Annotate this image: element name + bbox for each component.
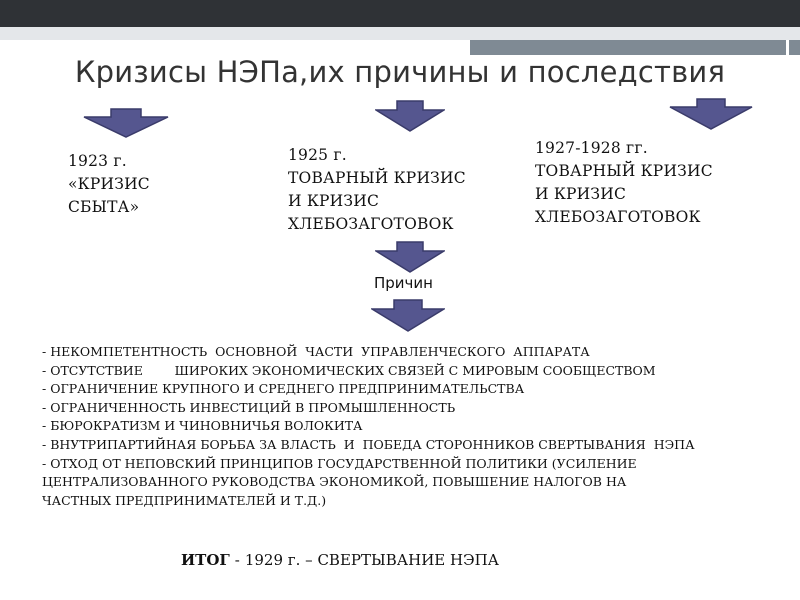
arrow-down-icon bbox=[375, 100, 445, 132]
crisis-1925: 1925 г. ТОВАРНЫЙ КРИЗИС И КРИЗИС ХЛЕБОЗА… bbox=[288, 146, 466, 233]
causes-label: Причин bbox=[374, 274, 433, 292]
cause-item: - ОТХОД ОТ НЕПОВСКИЙ ПРИНЦИПОВ ГОСУДАРСТ… bbox=[42, 455, 637, 471]
cause-item: - БЮРОКРАТИЗМ И ЧИНОВНИЧЬЯ ВОЛОКИТА bbox=[42, 418, 363, 434]
result-text: 1929 г. – СВЕРТЫВАНИЕ НЭПА bbox=[244, 551, 500, 569]
accent-bar bbox=[470, 40, 800, 55]
cause-item: - ОГРАНИЧЕНИЕ КРУПНОГО И СРЕДНЕГО ПРЕДПР… bbox=[42, 381, 525, 397]
cause-item: - НЕКОМПЕТЕНТНОСТЬ ОСНОВНОЙ ЧАСТИ УПРАВЛ… bbox=[42, 344, 590, 359]
accent-tick bbox=[786, 40, 789, 55]
result-dash: - bbox=[234, 551, 240, 569]
top-dark-bar bbox=[0, 0, 800, 27]
arrow-down-icon bbox=[375, 241, 445, 273]
slide-title: Кризисы НЭПа,их причины и последствия bbox=[74, 55, 726, 89]
cause-item: - ВНУТРИПАРТИЙНАЯ БОРЬБА ЗА ВЛАСТЬ И ПОБ… bbox=[42, 436, 695, 452]
arrow-down-icon bbox=[669, 98, 753, 130]
cause-item: ЧАСТНЫХ ПРЕДПРИНИМАТЕЛЕЙ И Т.Д.) bbox=[42, 492, 327, 508]
arrow-down-icon bbox=[83, 108, 169, 138]
arrow-down-icon bbox=[371, 299, 445, 332]
crisis-1927-1928: 1927-1928 гг. ТОВАРНЫЙ КРИЗИС И КРИЗИС Х… bbox=[535, 139, 713, 226]
cause-item: - ОТСУТСТВИЕ ШИРОКИХ ЭКОНОМИЧЕСКИХ СВЯЗЕ… bbox=[42, 362, 656, 378]
cause-item: ЦЕНТРАЛИЗОВАННОГО РУКОВОДСТВА ЭКОНОМИКОЙ… bbox=[42, 474, 627, 490]
result-line: ИТОГ-1929 г. – СВЕРТЫВАНИЕ НЭПА bbox=[181, 551, 499, 569]
causes-list: - НЕКОМПЕТЕНТНОСТЬ ОСНОВНОЙ ЧАСТИ УПРАВЛ… bbox=[42, 343, 695, 510]
result-label: ИТОГ bbox=[181, 551, 230, 569]
cause-item: - ОГРАНИЧЕННОСТЬ ИНВЕСТИЦИЙ В ПРОМЫШЛЕНН… bbox=[42, 399, 456, 415]
header-stripe bbox=[0, 27, 800, 40]
crisis-1923: 1923 г. «КРИЗИС СБЫТА» bbox=[68, 152, 150, 216]
